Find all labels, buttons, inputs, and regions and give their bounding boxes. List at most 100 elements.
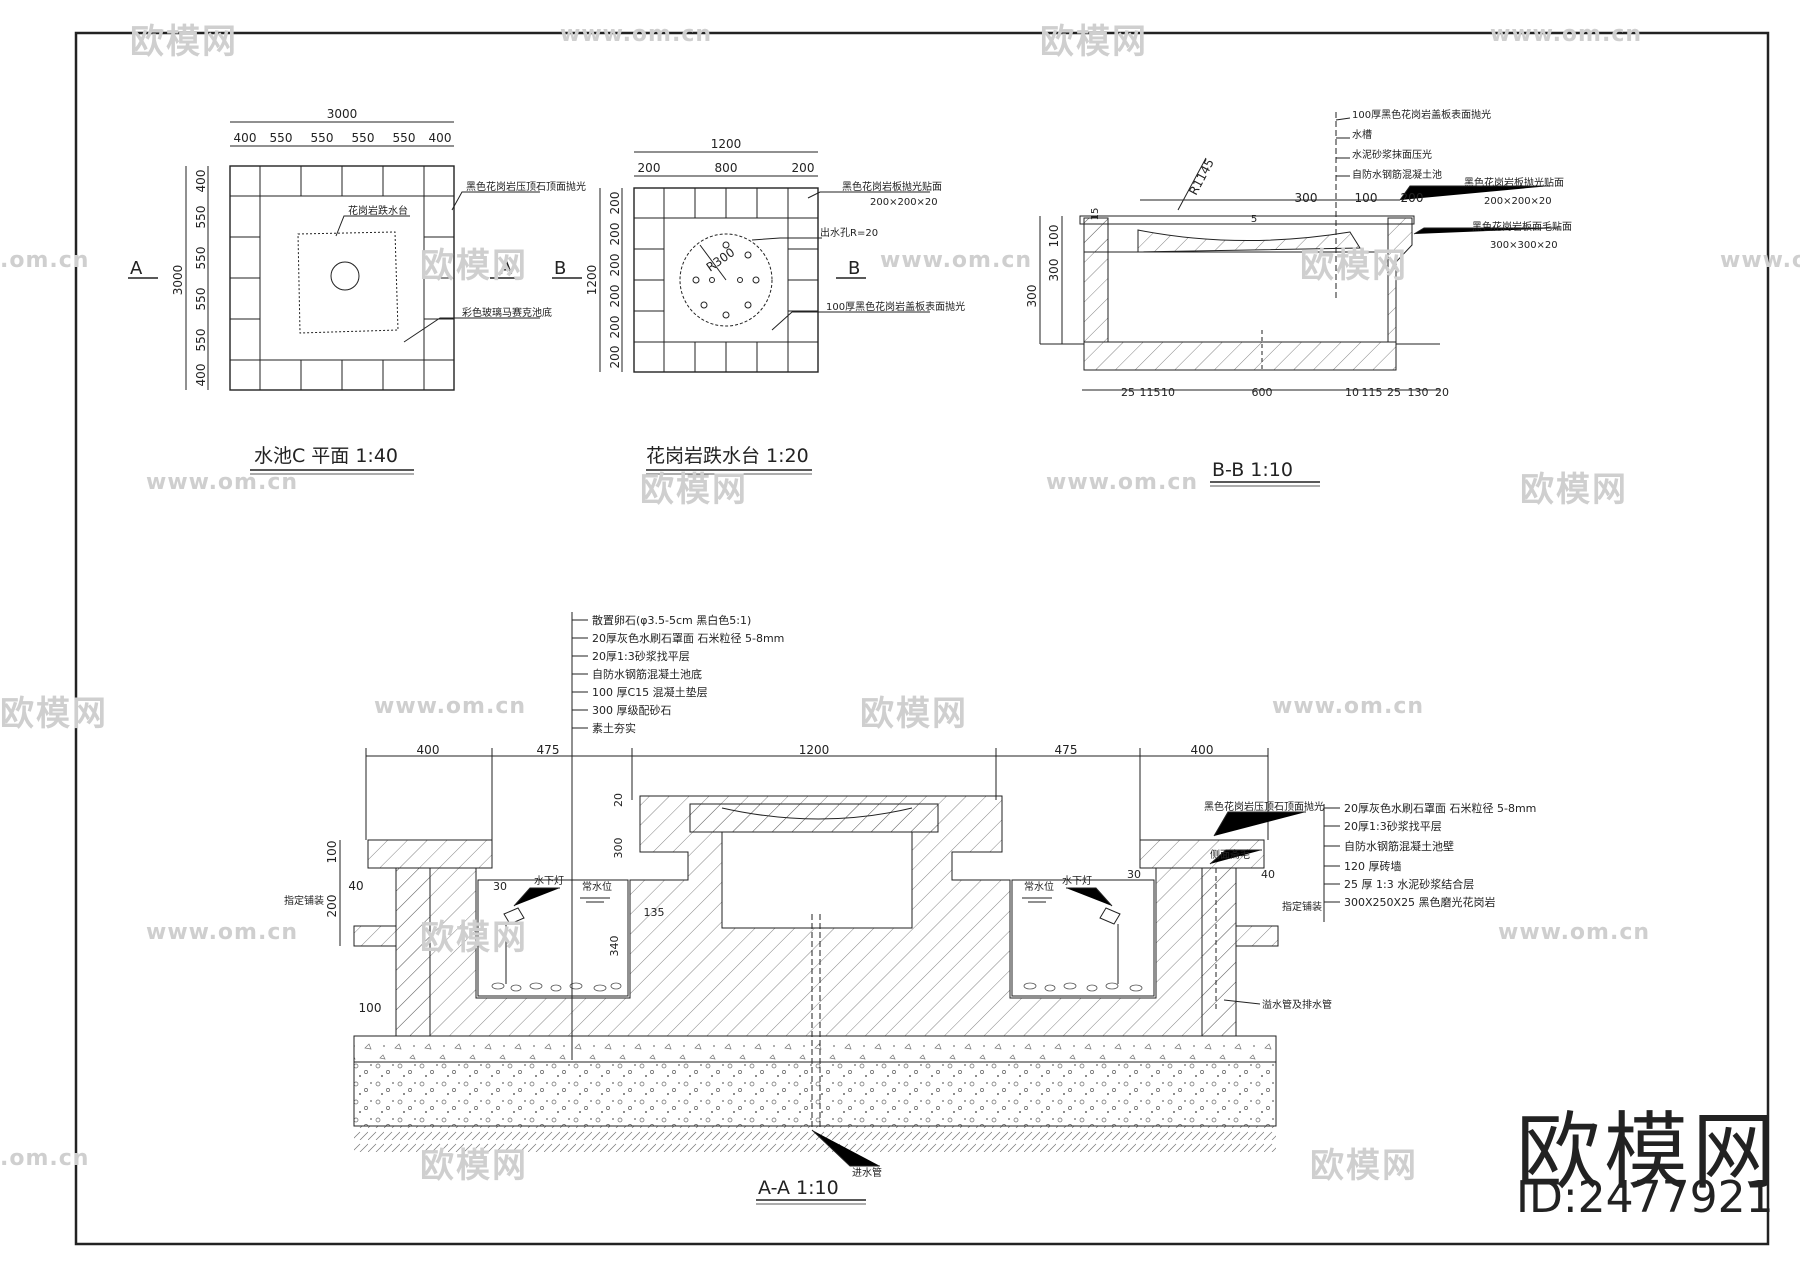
radius-label: R1145 — [1186, 156, 1217, 197]
callout-text: 水槽 — [1352, 128, 1372, 141]
dim-text: 115 — [1140, 386, 1161, 399]
dim-text: 5 — [1251, 214, 1257, 225]
section-aa-labels: 黑色花岗岩压顶石顶面抛光 侧面斋毛 指定铺装 指定铺装 常水位 常水位 水下灯 … — [284, 800, 1332, 1179]
cascade-plan — [552, 151, 930, 475]
callout-text: 200×200×20 — [1484, 196, 1552, 207]
callout-text: 黑色花岗岩板面毛贴面 — [1472, 220, 1572, 233]
inlet-label: 进水管 — [852, 1166, 882, 1179]
water-level-left: 常水位 — [582, 880, 612, 893]
dim-text: 550 — [194, 288, 208, 311]
section-aa-dims-left: 100 200 40 100 — [325, 841, 381, 1015]
plan-c-callouts: 黑色花岗岩压顶石顶面抛光 花岗岩跌水台 彩色玻璃马赛克池底 — [348, 180, 586, 319]
dim-text: 550 — [194, 247, 208, 270]
layer-label: 300 厚级配砂石 — [592, 704, 672, 717]
sheet-border — [74, 31, 1770, 1246]
dim-text: 115 — [1362, 386, 1383, 399]
dim-text: 400 — [1191, 743, 1214, 757]
dim-text: 135 — [644, 906, 665, 919]
section-aa — [339, 612, 1340, 1205]
callout-text: 自防水钢筋混凝土池 — [1352, 168, 1442, 181]
callout-text: 300×300×20 — [1490, 240, 1558, 251]
dim-text: 200 — [608, 285, 622, 308]
layer-label: 20厚灰色水刷石罩面 石米粒径 5-8mm — [1344, 801, 1536, 815]
section-aa-dims-top: 400 475 1200 475 400 — [417, 743, 1214, 757]
section-bb-title: B-B 1:10 — [1212, 459, 1293, 481]
dim-text: 400 — [194, 364, 208, 387]
dim-text: 25 — [1121, 386, 1135, 399]
dim-text: 200 — [608, 192, 622, 215]
layer-label: 散置卵石(φ3.5-5cm 黑白色5:1) — [592, 613, 751, 627]
plan-c-dim-top-overall: 3000 — [327, 107, 358, 121]
dim-text: 200 — [608, 254, 622, 277]
dim-text: 800 — [715, 161, 738, 175]
cascade-dims-left: 200 200 200 200 200 200 — [608, 192, 622, 369]
dim-text: 25 — [1387, 386, 1401, 399]
dim-text: 30 — [1127, 868, 1141, 881]
dim-text: 400 — [417, 743, 440, 757]
dim-text: 200 — [608, 316, 622, 339]
dim-text: 550 — [194, 329, 208, 352]
callout-text: 出水孔R=20 — [820, 226, 878, 239]
callout-text: 黑色花岗岩板抛光贴面 — [842, 180, 942, 193]
section-mark-a-right: A — [500, 258, 513, 279]
section-bb-callouts: 100厚黑色花岗岩盖板表面抛光 水槽 水泥砂浆抹面压光 自防水钢筋混凝土池 黑色… — [1352, 108, 1572, 251]
callout-text: 彩色玻璃马赛克池底 — [462, 306, 552, 319]
callout-text: 黑色花岗岩压顶石顶面抛光 — [466, 180, 586, 193]
layer-label: 120 厚砖墙 — [1344, 859, 1402, 873]
dim-text: 600 — [1252, 386, 1273, 399]
light-label-right: 水下灯 — [1062, 875, 1092, 887]
section-aa-title: A-A 1:10 — [758, 1177, 839, 1199]
cascade-callouts: 黑色花岗岩板抛光贴面 200×200×20 出水孔R=20 100厚黑色花岗岩盖… — [820, 180, 965, 313]
dim-text: 1200 — [799, 743, 830, 757]
dim-text: 1200 — [585, 265, 599, 296]
dim-text: 130 — [1408, 386, 1429, 399]
brand-logo-text: 欧模网 — [1516, 1103, 1781, 1201]
dim-text: 40 — [1261, 868, 1275, 881]
dim-text: 200 — [608, 223, 622, 246]
callout-text: 200×200×20 — [870, 197, 938, 208]
dim-text: 1200 — [711, 137, 742, 151]
section-aa-layers-left: 散置卵石(φ3.5-5cm 黑白色5:1) 20厚灰色水刷石罩面 石米粒径 5-… — [592, 613, 784, 735]
layer-label: 300X250X25 黑色磨光花岗岩 — [1344, 895, 1496, 909]
light-label-left: 水下灯 — [534, 875, 564, 887]
dim-text: 200 — [325, 895, 339, 918]
dim-text: 200 — [608, 346, 622, 369]
plan-c-dims-left: 400 550 550 550 550 400 — [194, 170, 208, 387]
dim-text: 550 — [194, 206, 208, 229]
dim-text: 550 — [311, 131, 334, 145]
asset-id: ID:2477921 — [1516, 1172, 1774, 1223]
dim-text: 550 — [352, 131, 375, 145]
cascade-title: 花岗岩跌水台 1:20 — [646, 445, 809, 467]
dim-text: 300 — [1047, 259, 1061, 282]
callout-text: 100厚黑色花岗岩盖板表面抛光 — [1352, 108, 1491, 121]
dim-text: 400 — [194, 170, 208, 193]
dim-text: 20 — [1435, 386, 1449, 399]
section-bb-dims-left: 100 300 300 15 — [1025, 208, 1101, 308]
dim-text: 100 — [325, 841, 339, 864]
dim-text: 10 — [1161, 386, 1175, 399]
plan-c — [128, 121, 540, 475]
dim-text: 40 — [348, 879, 363, 893]
layer-label: 素土夯实 — [592, 721, 636, 735]
layer-label: 自防水钢筋混凝土池底 — [592, 667, 702, 681]
paving-label-right: 指定铺装 — [1282, 900, 1322, 913]
dim-text: 475 — [1055, 743, 1078, 757]
section-aa-layers-right: 20厚灰色水刷石罩面 石米粒径 5-8mm 20厚1:3砂浆找平层 自防水钢筋混… — [1344, 801, 1536, 909]
layer-label: 25 厚 1:3 水泥砂浆结合层 — [1344, 877, 1474, 891]
dim-text: 550 — [393, 131, 416, 145]
plan-c-dims-top: 400 550 550 550 550 400 — [234, 131, 452, 145]
dim-text: 475 — [537, 743, 560, 757]
dim-text: 100 — [1355, 191, 1378, 205]
callout-text: 水泥砂浆抹面压光 — [1352, 148, 1432, 161]
paving-label-left: 指定铺装 — [284, 894, 324, 907]
dim-text: 200 — [792, 161, 815, 175]
section-mark-b-right: B — [848, 258, 860, 279]
coping-label: 黑色花岗岩压顶石顶面抛光 — [1204, 800, 1324, 813]
section-mark-a-left: A — [130, 258, 143, 279]
dim-text: 10 — [1345, 386, 1359, 399]
dim-text: 300 — [612, 838, 625, 859]
dim-text: 15 — [1090, 208, 1101, 221]
callout-text: 花岗岩跌水台 — [348, 204, 408, 217]
dim-text: 100 — [359, 1001, 382, 1015]
section-aa-dims-inner: 20 300 135 340 30 30 40 — [493, 793, 1275, 957]
